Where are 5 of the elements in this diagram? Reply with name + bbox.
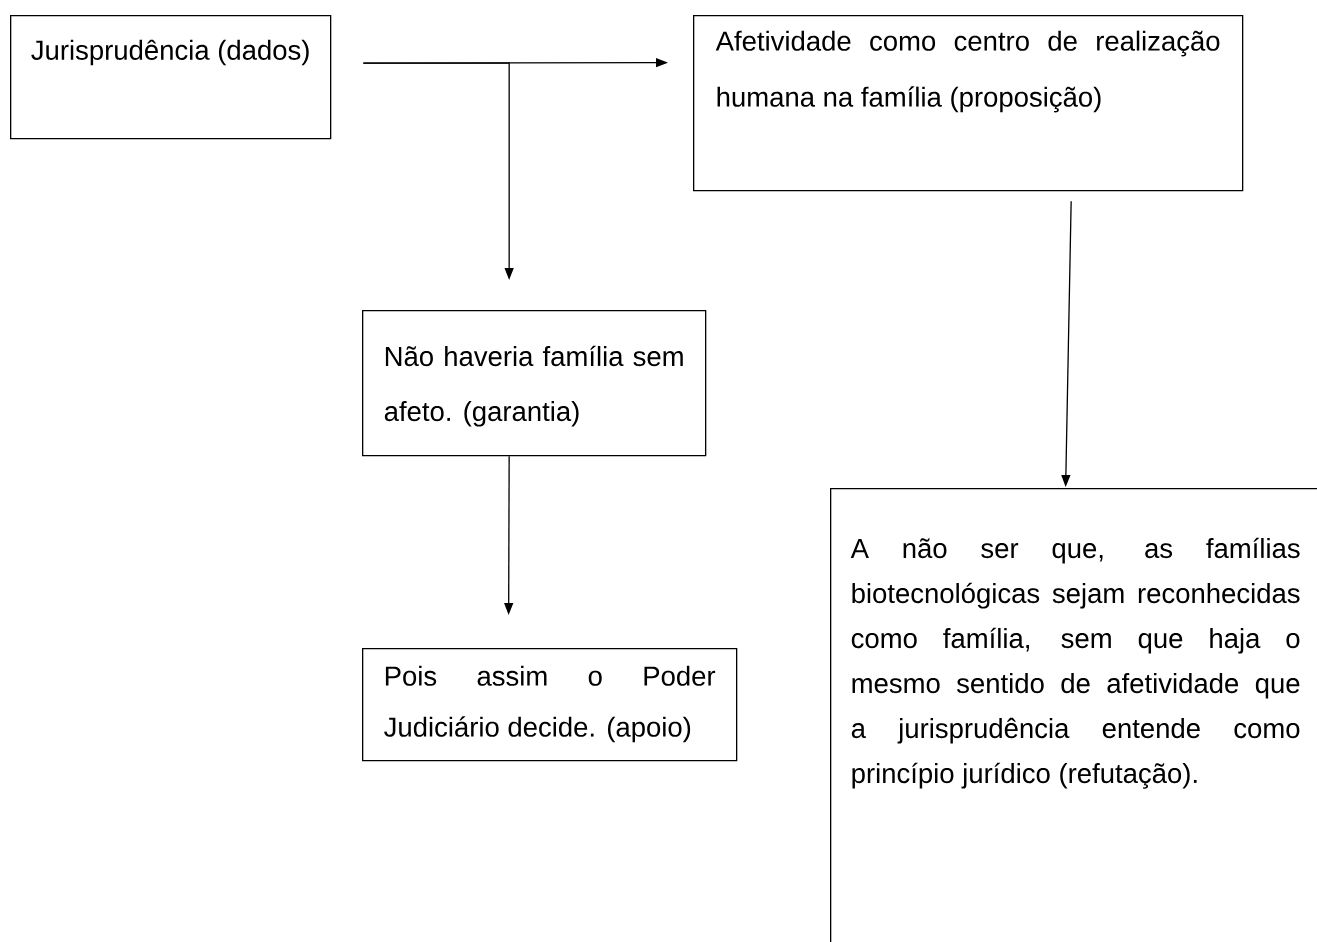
process-box: Afetividade como centro de realização humana na família (proposição)	[693, 15, 1244, 192]
process-box: Pois assim o Poder Judiciário decide. (apoio)	[362, 648, 738, 762]
process-box: Jurisprudência (dados)	[10, 15, 332, 140]
process-box: A não ser que, as famílias biotecnológicas sejam reconhecidas como família, sem que haja o mesmo sentido de afetividade que a jurisprudência entende como princípio jurídico (refutação).	[830, 488, 1317, 942]
process-box: Não haveria família sem afeto. (garantia)	[362, 310, 707, 457]
